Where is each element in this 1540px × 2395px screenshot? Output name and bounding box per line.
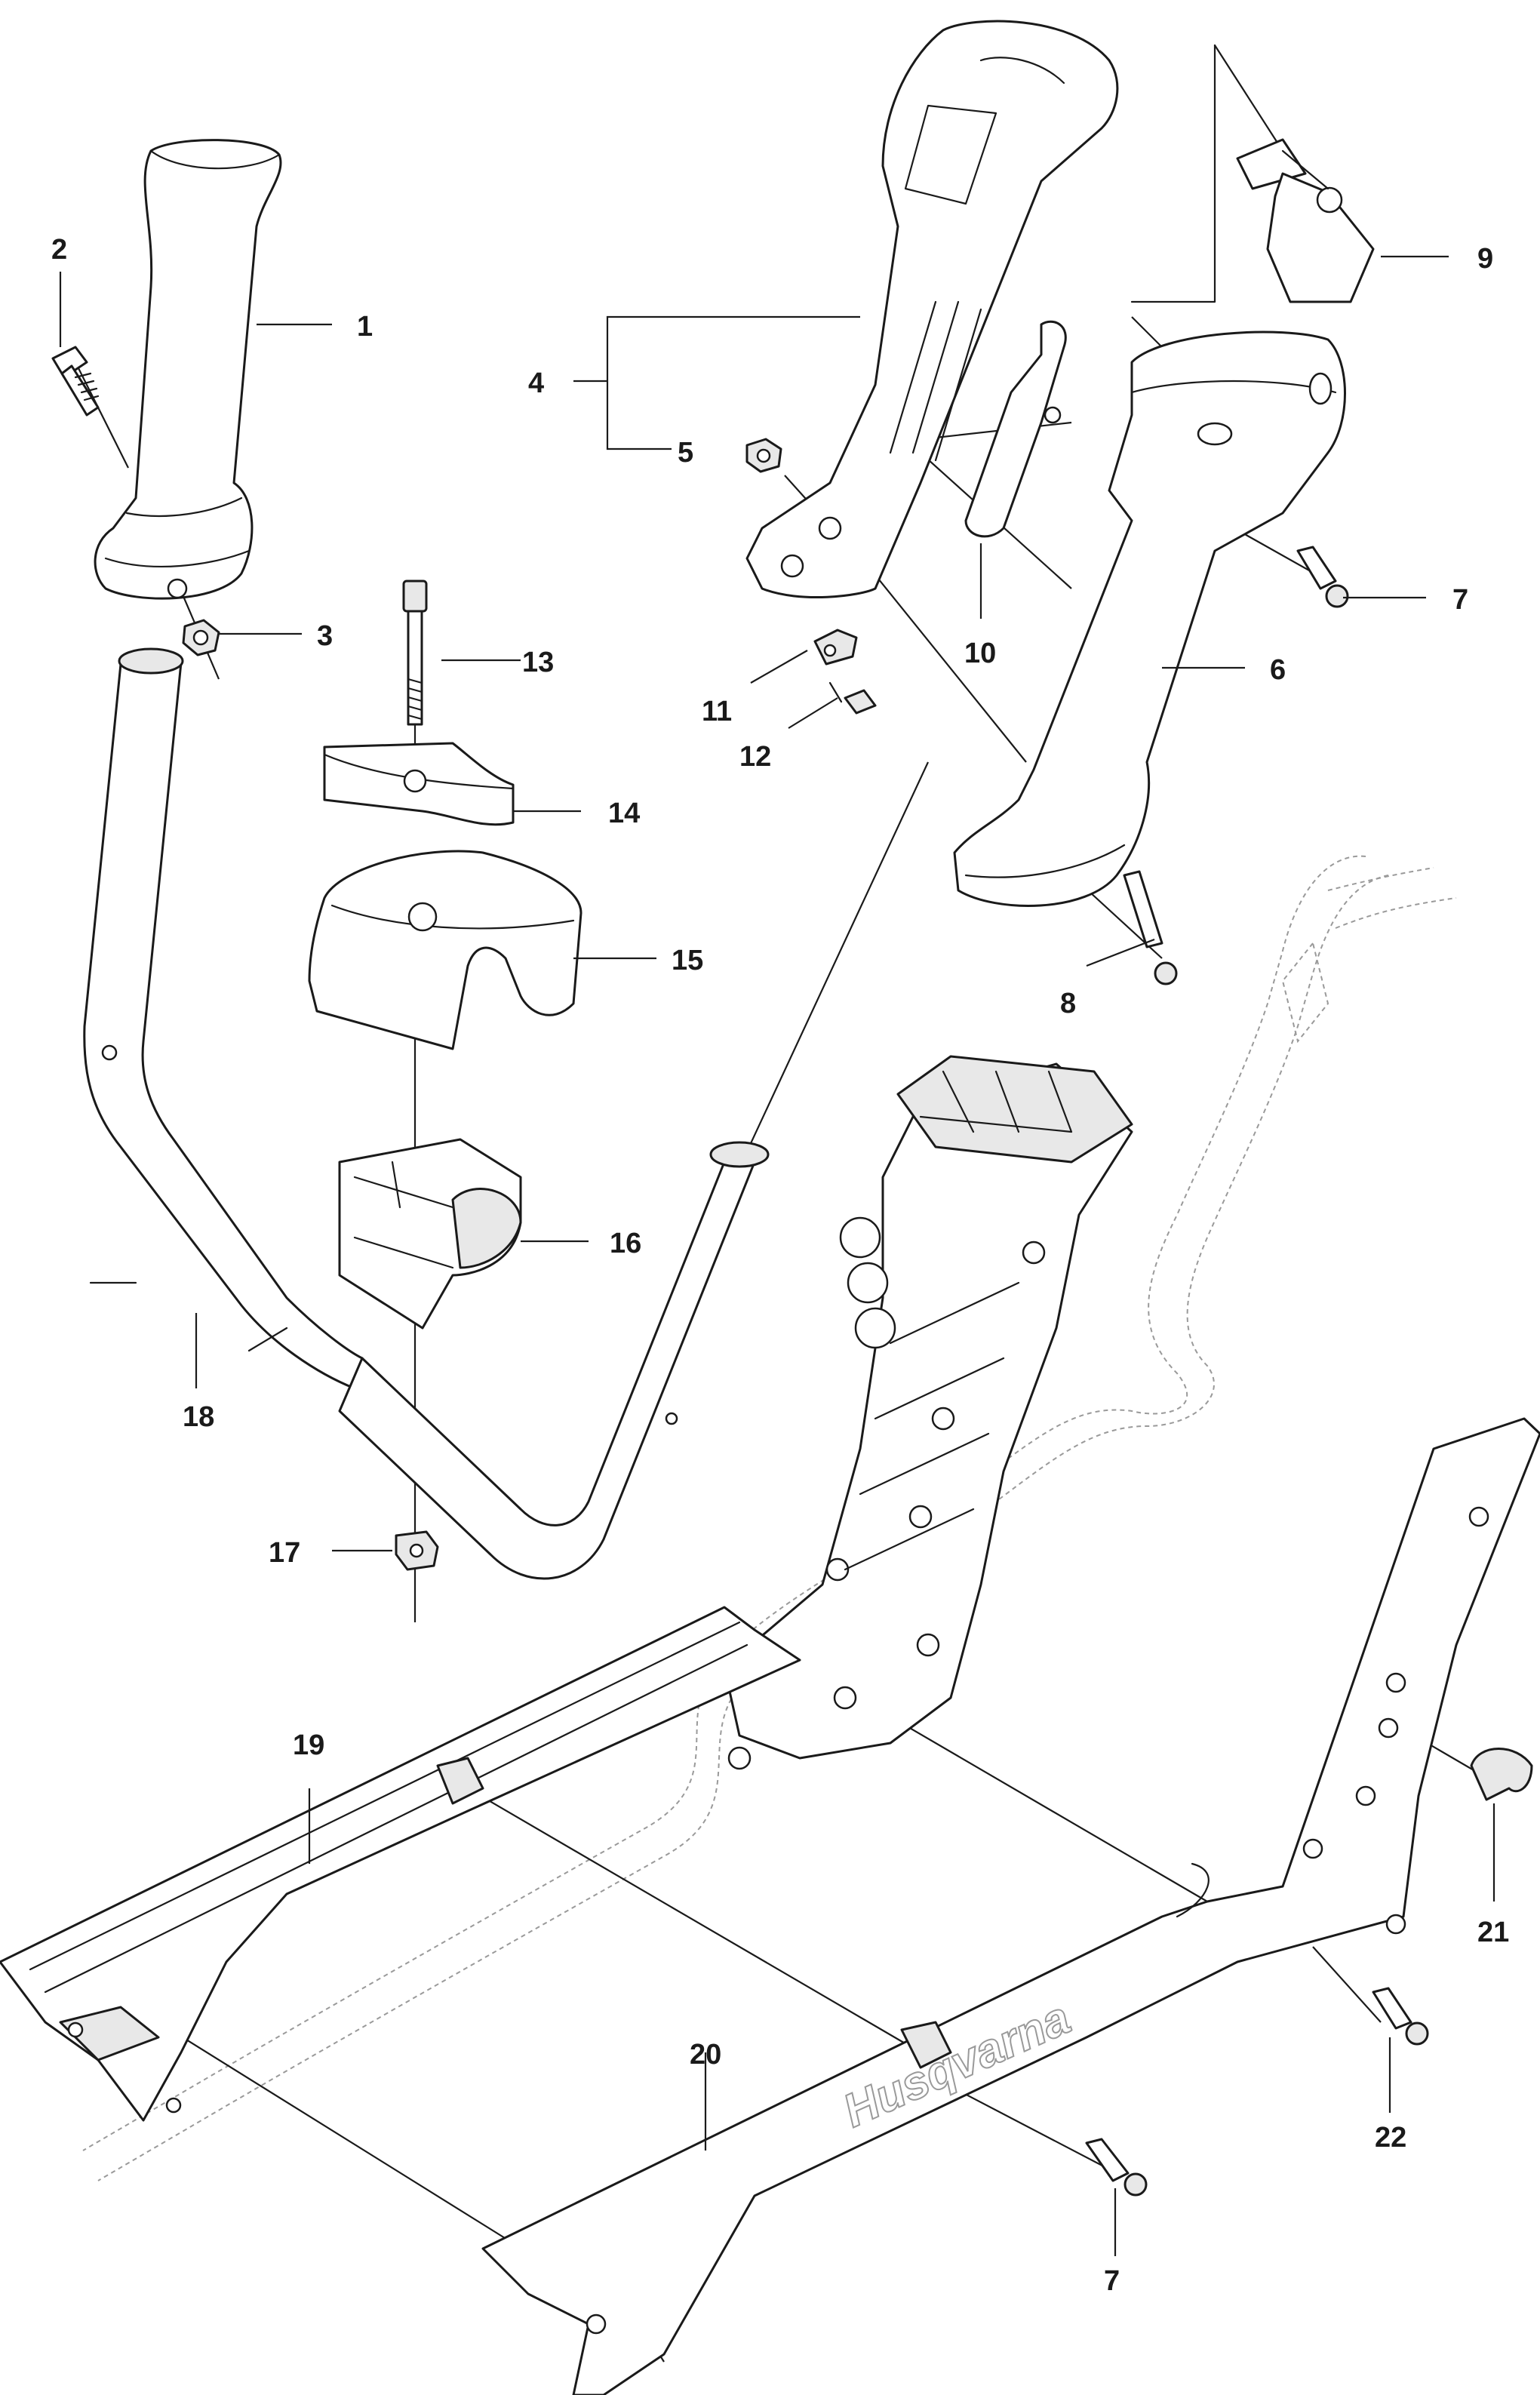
part-14-clamp-plate xyxy=(323,742,515,826)
part-5-nut xyxy=(745,438,782,473)
callout-18: 18 xyxy=(183,1401,214,1433)
part-7-screw-upper xyxy=(1296,546,1349,608)
part-7-screw-lower xyxy=(900,2021,1148,2197)
frame-upright xyxy=(723,1055,1133,1770)
part-4-handle xyxy=(745,20,1119,598)
part-3-nut xyxy=(182,619,220,656)
callout-6: 6 xyxy=(1270,654,1286,686)
callout-4: 4 xyxy=(528,367,544,399)
part-19-rail xyxy=(0,1606,801,2122)
part-20-back-panel: Husqvarna xyxy=(481,1417,1540,2395)
callout-7-lower: 7 xyxy=(1104,2265,1120,2297)
callout-15: 15 xyxy=(672,945,703,976)
callout-7-upper: 7 xyxy=(1452,584,1468,616)
part-11-clip xyxy=(813,629,858,666)
part-12-screw xyxy=(828,681,877,715)
callout-labels: 1 2 3 4 5 6 7 7 8 9 10 11 12 13 14 15 16… xyxy=(51,234,1509,2297)
callout-8: 8 xyxy=(1060,988,1076,1019)
callout-3: 3 xyxy=(317,620,333,652)
part-6-lower-grip xyxy=(953,331,1346,907)
part-17-square-nut xyxy=(395,1530,439,1571)
callout-22: 22 xyxy=(1375,2122,1406,2154)
ghost-outline xyxy=(82,855,1457,2181)
callout-17: 17 xyxy=(269,1537,300,1569)
callout-5: 5 xyxy=(678,437,693,469)
callout-20: 20 xyxy=(690,2039,721,2071)
callout-13: 13 xyxy=(522,647,554,678)
callout-16: 16 xyxy=(610,1228,641,1259)
callout-14: 14 xyxy=(608,798,640,829)
part-13-bolt xyxy=(402,580,428,726)
callout-11: 11 xyxy=(702,696,732,727)
part-2-screw xyxy=(51,346,100,417)
part-10-trigger xyxy=(964,320,1067,538)
part-22-screw xyxy=(1372,1987,1429,2046)
callout-19: 19 xyxy=(293,1729,324,1761)
callout-10: 10 xyxy=(964,638,996,669)
callout-leaders xyxy=(59,255,1495,2256)
part-21-clip xyxy=(1470,1748,1533,1801)
part-16-clamp-block xyxy=(338,1138,522,1330)
callout-9: 9 xyxy=(1477,243,1493,275)
callout-12: 12 xyxy=(739,741,771,773)
part-15-clamp-cover xyxy=(308,850,582,1050)
part-9-lever-inset xyxy=(1130,44,1375,303)
part-1-grip xyxy=(94,139,282,600)
part-8-screw xyxy=(1123,870,1178,985)
callout-2: 2 xyxy=(51,234,67,266)
callout-1: 1 xyxy=(357,311,373,343)
callout-21: 21 xyxy=(1477,1917,1509,1948)
part-18-tube xyxy=(83,647,770,1580)
